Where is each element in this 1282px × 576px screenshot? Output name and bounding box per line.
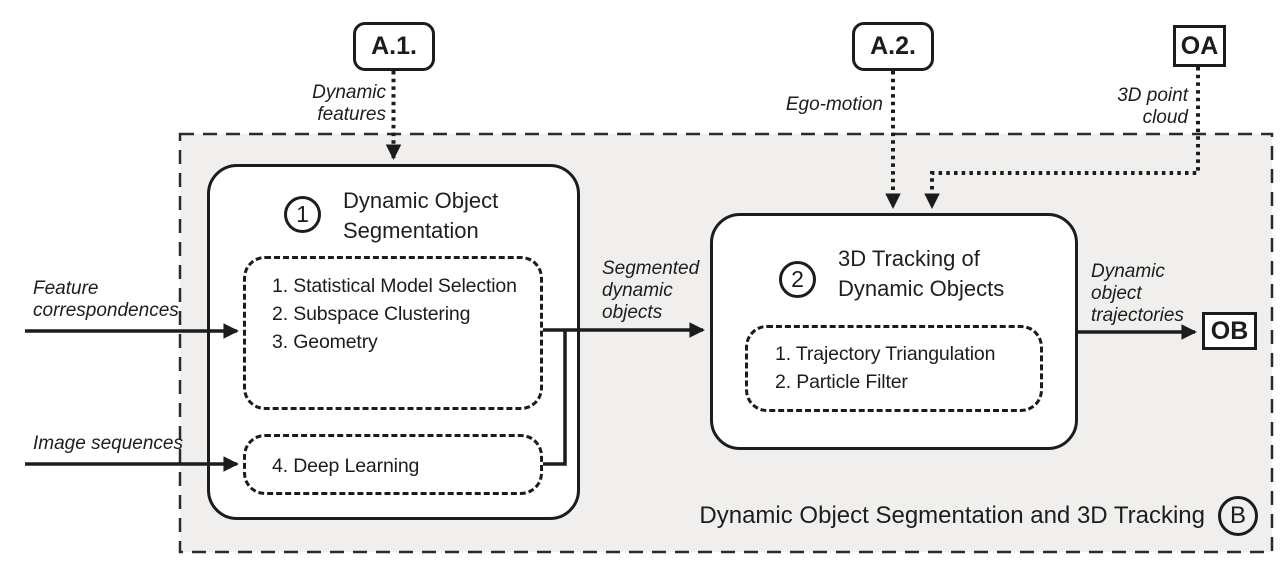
region-b-badge: B (1218, 496, 1258, 536)
module2-title: 3D Tracking of Dynamic Objects (838, 246, 1005, 301)
module2-method-item: 2. Particle Filter (775, 371, 908, 393)
feature-correspondences-label: Feature correspondences (33, 278, 179, 321)
node-a2-label: A.2. (870, 32, 916, 60)
point-cloud-label: 3D point cloud (1117, 85, 1188, 128)
image-sequences-label: Image sequences (33, 433, 183, 454)
module1-method-list: 1. Statistical Model Selection 2. Subspa… (272, 272, 534, 356)
node-oa-label: OA (1180, 31, 1219, 60)
segmented-objects-label: Segmented dynamic objects (602, 258, 700, 323)
module1-method-item: 2. Subspace Clustering (272, 303, 471, 325)
module1-method-item: 3. Geometry (272, 331, 378, 353)
ego-motion-label: Ego-motion (785, 94, 883, 115)
deep-learning-method-item: 4. Deep Learning (272, 455, 420, 477)
node-oa: OA (1173, 25, 1226, 67)
node-a1-label: A.1. (371, 32, 417, 60)
module2-method-item: 1. Trajectory Triangulation (775, 343, 996, 365)
node-a1: A.1. (353, 22, 435, 71)
region-caption-text: Dynamic Object Segmentation and 3D Track… (699, 502, 1205, 529)
module1-title: Dynamic Object Segmentation (343, 188, 499, 243)
module1-method-item: 1. Statistical Model Selection (272, 275, 517, 297)
dynamic-features-label: Dynamic features (312, 82, 386, 125)
object-trajectories-label: Dynamic object trajectories (1091, 261, 1184, 326)
region-caption: Dynamic Object Segmentation and 3D Track… (699, 496, 1258, 536)
module1-number-badge: 1 (284, 196, 321, 233)
module2-method-list: 1. Trajectory Triangulation 2. Particle … (775, 340, 1047, 396)
node-a2: A.2. (852, 22, 934, 71)
node-ob-label: OB (1210, 316, 1249, 345)
node-ob: OB (1202, 312, 1257, 350)
module2-number-badge: 2 (779, 261, 816, 298)
